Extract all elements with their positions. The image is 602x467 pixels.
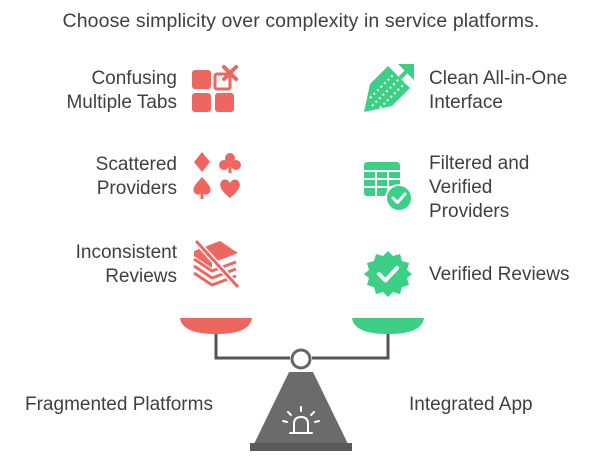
left-item-1-label: Confusing Multiple Tabs: [66, 68, 177, 113]
card-suits-icon: [190, 150, 242, 202]
alarm-light-icon: [282, 406, 320, 434]
right-item-1-label: Clean All-in-One Interface: [429, 68, 568, 113]
scale-beam: [214, 334, 390, 360]
books-slashed-icon: [190, 237, 244, 291]
expand-arrow-icon: [362, 62, 416, 116]
left-side-label: Fragmented Platforms: [25, 394, 213, 415]
left-item-2-label: Scattered Providers: [95, 154, 177, 199]
left-item-3-label: Inconsistent Reviews: [75, 242, 177, 287]
tabs-close-icon: [190, 64, 242, 116]
page-title: Choose simplicity over complexity in ser…: [62, 10, 540, 32]
right-pan: [352, 318, 424, 334]
verified-badge-icon: [364, 250, 412, 298]
table-check-icon: [362, 158, 416, 214]
left-pan: [180, 318, 252, 334]
right-item-2-label: Filtered and Verified Providers: [429, 153, 530, 222]
right-item-3-label: Verified Reviews: [429, 264, 570, 285]
right-side-label: Integrated App: [409, 394, 533, 415]
scale-pivot: [290, 348, 312, 370]
